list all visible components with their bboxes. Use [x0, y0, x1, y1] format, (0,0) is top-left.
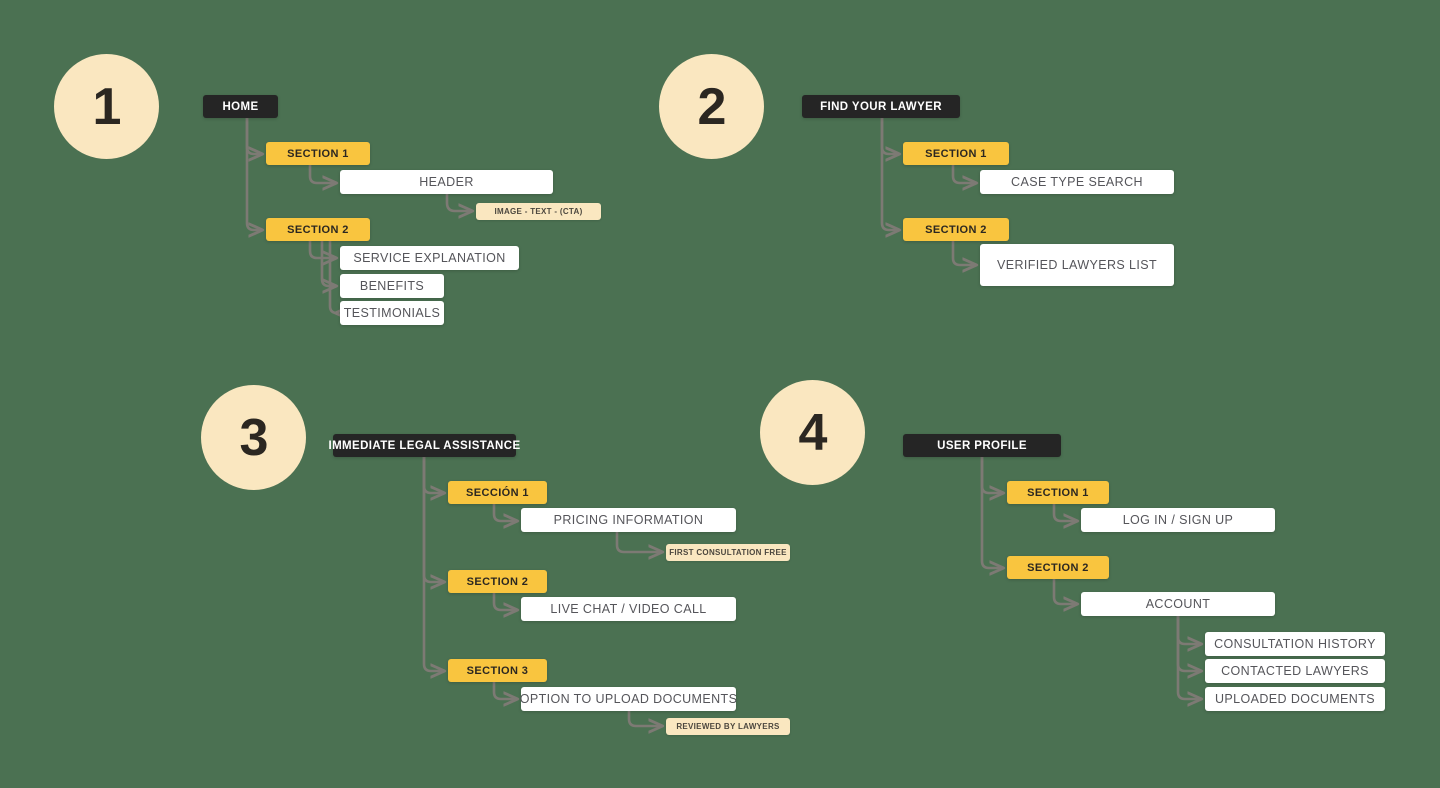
page-node-header[interactable]: HEADER — [340, 170, 553, 194]
root-node-find-your-lawyer[interactable]: FIND YOUR LAWYER — [802, 95, 960, 118]
connector-arrow — [422, 455, 444, 671]
section-node-section-3[interactable]: SECTION 3 — [448, 659, 547, 682]
page-node-pricing-information[interactable]: PRICING INFORMATION — [521, 508, 736, 532]
connector-paths — [245, 116, 1201, 726]
page-node-testimonials[interactable]: TESTIMONIALS — [340, 301, 444, 325]
connector-arrow — [492, 502, 517, 521]
page-node-account[interactable]: ACCOUNT — [1081, 592, 1275, 616]
page-node-benefits[interactable]: BENEFITS — [340, 274, 444, 298]
page-node-case-type-search[interactable]: CASE TYPE SEARCH — [980, 170, 1174, 194]
step-number-circle-4: 4 — [760, 380, 865, 485]
connector-arrow — [880, 116, 899, 230]
page-node-live-chat-video-call[interactable]: LIVE CHAT / VIDEO CALL — [521, 597, 736, 621]
note-node-first-consultation-free[interactable]: FIRST CONSULTATION FREE — [666, 544, 790, 561]
step-number-circle-1: 1 — [54, 54, 159, 159]
connector-arrow — [1052, 577, 1077, 604]
connector-arrow — [320, 239, 336, 286]
connector-arrow — [308, 163, 336, 183]
connector-arrow — [880, 116, 899, 154]
root-node-immediate-legal-assistance[interactable]: IMMEDIATE LEGAL ASSISTANCE — [328, 434, 520, 457]
section-node-section-1[interactable]: SECTION 1 — [266, 142, 370, 165]
page-node-service-explanation[interactable]: SERVICE EXPLANATION — [340, 246, 519, 270]
step-number-circle-2: 2 — [659, 54, 764, 159]
connector-arrow — [1176, 614, 1201, 644]
connector-arrow — [492, 680, 517, 699]
connector-arrow — [422, 455, 444, 493]
note-node-reviewed-by-lawyers[interactable]: REVIEWED BY LAWYERS — [666, 718, 790, 735]
connector-arrow — [245, 116, 262, 154]
connector-arrow — [492, 591, 517, 610]
connector-arrow — [980, 455, 1003, 568]
section-node-seccion-1[interactable]: SECCIÓN 1 — [448, 481, 547, 504]
section-node-section-2[interactable]: SECTION 2 — [903, 218, 1009, 241]
connector-arrow — [328, 239, 337, 313]
connector-arrow — [1176, 614, 1201, 699]
connector-arrow — [951, 163, 976, 183]
connector-arrow — [1052, 502, 1077, 521]
step-number-circle-3: 3 — [201, 385, 306, 490]
note-node-image-text-cta[interactable]: IMAGE - TEXT - (CTA) — [476, 203, 601, 220]
section-node-section-2[interactable]: SECTION 2 — [266, 218, 370, 241]
section-node-section-2[interactable]: SECTION 2 — [1007, 556, 1109, 579]
page-node-uploaded-documents[interactable]: UPLOADED DOCUMENTS — [1205, 687, 1385, 711]
section-node-section-1[interactable]: SECTION 1 — [1007, 481, 1109, 504]
root-node-user-profile[interactable]: USER PROFILE — [903, 434, 1061, 457]
connector-arrow — [980, 455, 1003, 493]
connector-arrow — [1176, 614, 1201, 671]
page-node-consultation-history[interactable]: CONSULTATION HISTORY — [1205, 632, 1385, 656]
connector-arrow — [422, 455, 444, 582]
connector-arrow — [951, 239, 976, 265]
page-node-option-to-upload-documents[interactable]: OPTION TO UPLOAD DOCUMENTS — [520, 687, 737, 711]
page-node-verified-lawyers-list[interactable]: VERIFIED LAWYERS LIST — [980, 244, 1174, 286]
section-node-section-1[interactable]: SECTION 1 — [903, 142, 1009, 165]
section-node-section-2[interactable]: SECTION 2 — [448, 570, 547, 593]
root-node-home[interactable]: HOME — [203, 95, 278, 118]
connector-arrow — [245, 116, 262, 230]
page-node-contacted-lawyers[interactable]: CONTACTED LAWYERS — [1205, 659, 1385, 683]
page-node-log-in-sign-up[interactable]: LOG IN / SIGN UP — [1081, 508, 1275, 532]
connector-arrow — [308, 239, 336, 258]
